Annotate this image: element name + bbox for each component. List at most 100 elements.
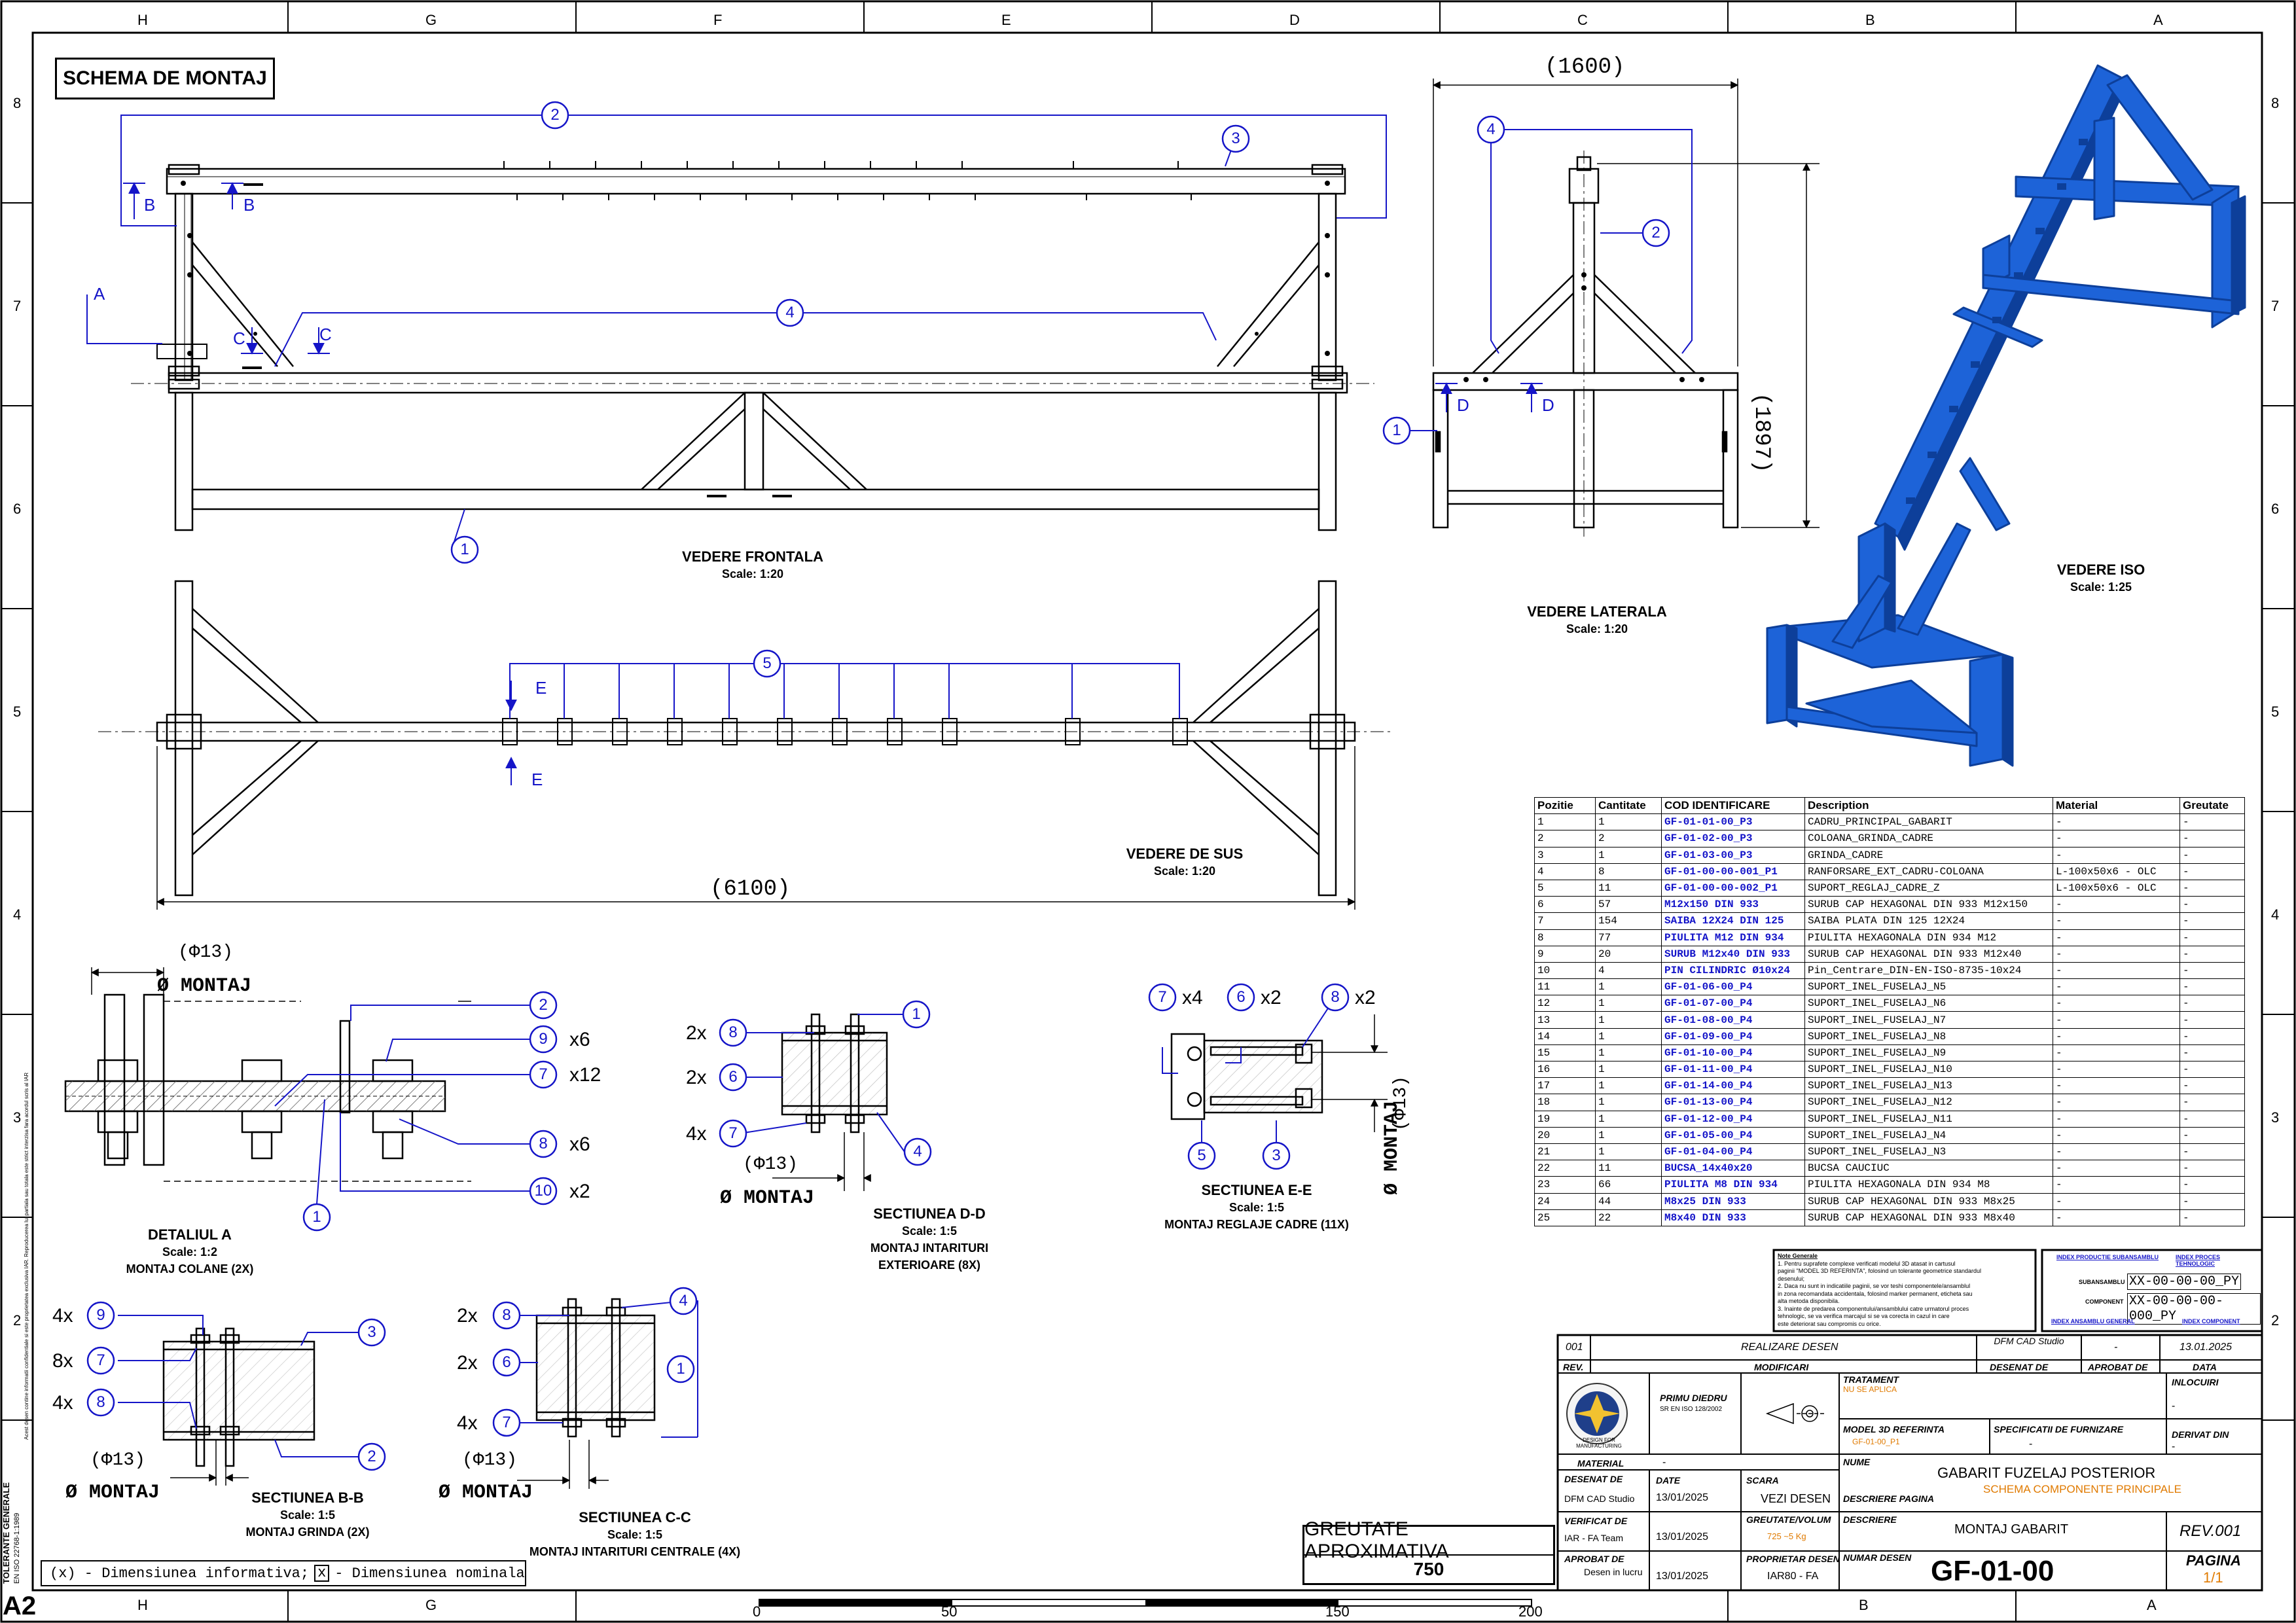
view-scale: Scale: 1:25 bbox=[2070, 580, 2132, 594]
bom-cell: - bbox=[2179, 1060, 2245, 1079]
bom-cell: - bbox=[2053, 1143, 2180, 1161]
drawing-name: GABARIT FUZELAJ POSTERIOR bbox=[1937, 1465, 2156, 1481]
dim-hole-dd: (Φ13) bbox=[743, 1154, 798, 1175]
balloon-9: 9 bbox=[96, 1306, 105, 1324]
side-view bbox=[1432, 151, 1739, 537]
view-scale: Scale: 1:20 bbox=[721, 567, 784, 580]
bom-header-row: Pozitie Cantitate COD IDENTIFICARE Descr… bbox=[1534, 796, 2245, 815]
view-scale: Scale: 1:2 bbox=[162, 1245, 218, 1258]
derivat-label: DERIVAT DIN bbox=[2172, 1429, 2229, 1440]
section-mark-c: C bbox=[319, 325, 332, 344]
bom-cell: - bbox=[2179, 1094, 2245, 1111]
model-value: GF-01-00_P1 bbox=[1852, 1437, 1900, 1446]
bom-cell: SUPORT_INEL_FUSELAJ_N8 bbox=[1804, 1027, 2053, 1045]
bom-cell: - bbox=[2053, 945, 2180, 963]
bom-cell: - bbox=[2179, 1160, 2245, 1177]
bom-cell: SUPORT_INEL_FUSELAJ_N12 bbox=[1804, 1094, 2053, 1111]
note-line: 3. Inainte de predarea componentului/ans… bbox=[1778, 1305, 1969, 1312]
bom-header-cell: Pozitie bbox=[1534, 796, 1596, 815]
drawing-subtitle: SCHEMA COMPONENTE PRINCIPALE bbox=[1983, 1483, 2181, 1495]
bom-cell: SUPORT_INEL_FUSELAJ_N7 bbox=[1804, 1011, 2053, 1029]
descriere-label: DESCRIERE bbox=[1843, 1514, 1897, 1525]
rev-header: DATA bbox=[2193, 1362, 2217, 1372]
verificat-value: IAR - FA Team bbox=[1564, 1533, 1623, 1543]
desenat-label: DESENAT DE bbox=[1564, 1474, 1623, 1484]
bom-cell: SAIBA PLATA DIN 125 12X24 bbox=[1804, 912, 2053, 930]
bom-cell: BUCSA_14x40x20 bbox=[1661, 1160, 1805, 1177]
bom-cell: GF-01-01-00_P3 bbox=[1661, 813, 1805, 831]
note-line: alta metoda disponibila. bbox=[1778, 1298, 1840, 1304]
bom-cell: SURUB M12x40 DIN 933 bbox=[1661, 945, 1805, 963]
col-ref: H bbox=[137, 12, 148, 28]
view-scale: Scale: 1:5 bbox=[1229, 1201, 1285, 1214]
section-mark-b: B bbox=[144, 195, 156, 215]
bom-cell: GF-01-00-00-001_P1 bbox=[1661, 863, 1805, 880]
bom-cell: 15 bbox=[1534, 1044, 1596, 1062]
qty-mark: x4 bbox=[1182, 987, 1203, 1008]
view-scale: Scale: 1:5 bbox=[607, 1528, 663, 1541]
weight-label: GREUTATE APROXIMATIVA bbox=[1304, 1518, 1553, 1562]
confidential-note: Acest desen contine informatii confident… bbox=[24, 1072, 29, 1440]
legend-nominal-box: x bbox=[314, 1565, 330, 1582]
bom-cell: GF-01-04-00_P4 bbox=[1661, 1143, 1805, 1161]
bom-cell: 25 bbox=[1534, 1209, 1596, 1226]
rev-header: APROBAT DE bbox=[2088, 1362, 2148, 1372]
balloon-2: 2 bbox=[367, 1448, 376, 1465]
view-scale: Scale: 1:20 bbox=[1153, 865, 1216, 878]
date-label: DATE bbox=[1656, 1475, 1681, 1486]
bom-cell: SURUB CAP HEXAGONAL DIN 933 M8x40 bbox=[1804, 1209, 2053, 1226]
balloon-10: 10 bbox=[534, 1182, 552, 1200]
view-note: MONTAJ COLANE (2X) bbox=[126, 1262, 254, 1275]
view-title: SECTIUNEA E-E bbox=[1201, 1182, 1312, 1198]
qty-mark: 8x bbox=[52, 1350, 73, 1372]
balloon-4: 4 bbox=[785, 304, 795, 321]
bom-cell: 1 bbox=[1595, 995, 1662, 1012]
bom-cell: PIULITA M8 DIN 934 bbox=[1661, 1176, 1805, 1194]
row-ref: 5 bbox=[13, 704, 22, 720]
bom-cell: - bbox=[2179, 863, 2245, 880]
code-legend-label: COMPONENT bbox=[2085, 1298, 2124, 1305]
scale-bar bbox=[759, 1599, 1532, 1607]
legend-informative: (x) - Dimensiunea informativa; bbox=[50, 1565, 310, 1582]
rev-date: 13.01.2025 bbox=[2179, 1342, 2233, 1353]
balloon-1: 1 bbox=[1392, 421, 1401, 439]
bom-cell: COLOANA_GRINDA_CADRE bbox=[1804, 830, 2053, 847]
view-note: MONTAJ GRINDA (2X) bbox=[245, 1525, 370, 1539]
notes-box bbox=[1772, 1249, 2037, 1332]
balloon-2: 2 bbox=[1651, 224, 1660, 241]
view-note: EXTERIOARE (8X) bbox=[878, 1258, 981, 1272]
dim-montaj-dd: Ø MONTAJ bbox=[720, 1187, 815, 1209]
bom-cell: - bbox=[2179, 1077, 2245, 1095]
scale-tick: 0 bbox=[753, 1603, 761, 1620]
dim-overall-length: (6100) bbox=[710, 877, 791, 902]
bom-cell: SUPORT_INEL_FUSELAJ_N11 bbox=[1804, 1110, 2053, 1128]
tolerante-standard: EN ISO 22768-1:1989 bbox=[13, 1512, 21, 1584]
bom-cell: GF-01-02-00_P3 bbox=[1661, 830, 1805, 847]
bom-cell: SUPORT_INEL_FUSELAJ_N4 bbox=[1804, 1126, 2053, 1144]
bom-cell: GF-01-06-00_P4 bbox=[1661, 978, 1805, 996]
bom-cell: 2 bbox=[1534, 830, 1596, 847]
row-ref: 4 bbox=[2271, 906, 2280, 923]
material-value: - bbox=[1662, 1457, 1666, 1468]
balloon-2: 2 bbox=[550, 106, 560, 124]
bom-cell: - bbox=[2179, 1044, 2245, 1062]
view-title: SECTIUNEA B-B bbox=[251, 1489, 364, 1506]
balloon-7: 7 bbox=[1158, 988, 1167, 1006]
balloon-1: 1 bbox=[912, 1005, 921, 1023]
bom-header-cell: COD IDENTIFICARE bbox=[1661, 796, 1805, 815]
qty-mark: x12 bbox=[569, 1064, 601, 1086]
projection-label: PRIMU DIEDRU bbox=[1660, 1393, 1727, 1403]
balloon-7: 7 bbox=[728, 1124, 738, 1142]
balloon-5: 5 bbox=[1197, 1147, 1206, 1164]
verificat-label: VERIFICAT DE bbox=[1564, 1516, 1628, 1526]
